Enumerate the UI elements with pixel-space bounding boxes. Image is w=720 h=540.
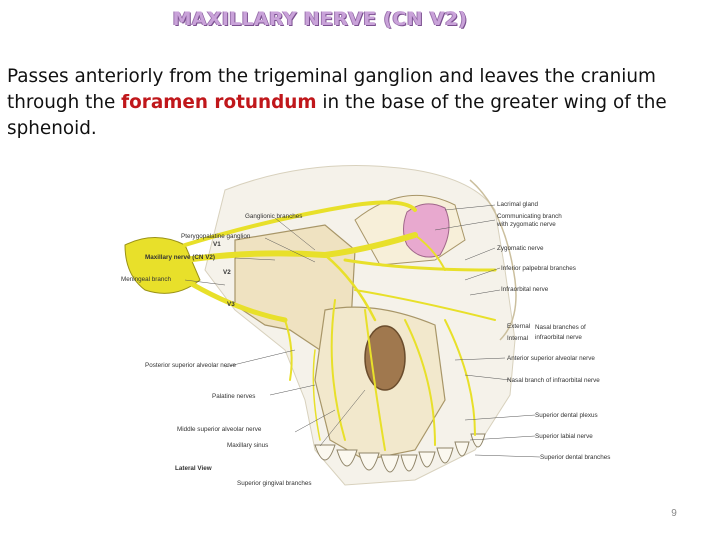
label-superior-labial: Superior labial nerve [535,433,593,440]
trigeminal-ganglion [124,237,201,294]
label-inferior-palpebral: Inferior palpebral branches [501,265,576,272]
label-maxillary-sinus: Maxillary sinus [227,442,268,449]
label-ganglionic-branches: Ganglionic branches [245,213,302,220]
label-communicating-branch: Communicating branch [497,213,562,220]
maxillary-teeth [314,433,486,473]
label-nasal-branches-2: infraorbital nerve [535,334,582,341]
label-maxillary-nerve: Maxillary nerve (CN V2) [145,254,215,261]
foramen-rotundum-highlight: foramen rotundum [121,92,317,113]
lacrimal-gland-shape [403,203,450,258]
maxillary-sinus-shape [364,325,406,391]
label-anterior-superior-alveolar: Anterior superior alveolar nerve [507,355,595,362]
label-zygomatic-nerve: Zygomatic nerve [497,245,544,252]
label-superior-gingival: Superior gingival branches [237,480,312,487]
label-pterygopalatine-ganglion: Pterygopalatine ganglion [181,233,251,240]
label-nasal-branch-infraorbital: Nasal branch of infraorbital nerve [507,377,600,384]
label-middle-superior-alveolar: Middle superior alveolar nerve [177,426,262,433]
label-communicating-branch-2: with zygomatic nerve [496,221,556,228]
maxillary-nerve-illustration: V1 V2 V3 Ganglionic branches Pterygopala… [121,165,610,487]
label-infraorbital-nerve: Infraorbital nerve [501,286,549,293]
nose-outline [469,179,517,341]
leader-lines [184,204,541,458]
label-v3: V3 [227,301,235,308]
slide-title: MAXILLARY NERVE (CN V2) [172,8,468,30]
label-posterior-superior-alveolar: Posterior superior alveolar nerve [145,362,236,369]
label-lateral-view: Lateral View [175,465,212,472]
nerve-branches [182,200,497,451]
body-text-after: in the base of the greater wing of the s… [7,92,667,139]
label-external: External [507,323,530,330]
label-lacrimal-gland: Lacrimal gland [497,201,538,208]
page-number: 9 [671,508,677,519]
label-superior-dental-branches: Superior dental branches [540,454,610,461]
label-v2: V2 [223,269,231,276]
label-v1: V1 [213,241,221,248]
label-superior-dental-plexus: Superior dental plexus [535,412,598,419]
body-text-before: Passes anteriorly from the trigeminal ga… [7,66,656,113]
label-nasal-branches: Nasal branches of [535,324,586,331]
label-palatine-nerves: Palatine nerves [212,393,255,400]
body-paragraph: Passes anteriorly from the trigeminal ga… [7,64,713,142]
label-internal: Internal [507,335,528,342]
label-meningeal-branch: Meningeal branch [121,276,172,283]
